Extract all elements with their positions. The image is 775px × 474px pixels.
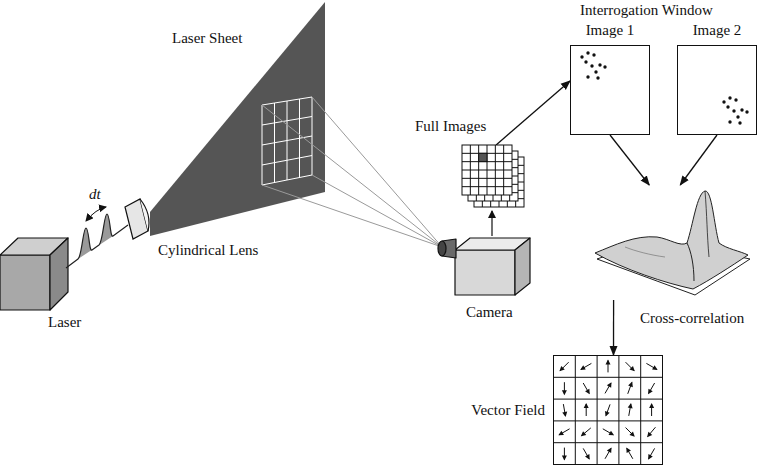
flow-arrow: [680, 135, 717, 185]
label-text: Camera: [466, 304, 513, 321]
flow-arrow: [610, 135, 649, 185]
label-text: Laser Sheet: [172, 30, 242, 47]
camera-output-arrow: [491, 211, 492, 236]
camera: [438, 238, 530, 295]
node-label: Image 2: [693, 22, 742, 39]
node-label: Image 1: [586, 22, 635, 39]
label-text: Interrogation Window: [580, 2, 713, 19]
interrogation-window: Image 2: [677, 45, 757, 135]
label-text: Cylindrical Lens: [158, 242, 258, 259]
dt-arrow: [86, 207, 106, 221]
vector-field-grid: Vector Field: [553, 355, 663, 465]
node-label: Vector Field: [471, 402, 545, 419]
interrogation-window-drawing: [570, 45, 650, 135]
flow-arrow: [613, 300, 614, 355]
node-label: Full Images: [415, 118, 486, 135]
laser-beam: [66, 214, 128, 268]
interrogation-window-drawing: [677, 45, 757, 135]
label-text: dt: [89, 186, 101, 203]
interrogation-window: Image 1: [570, 45, 650, 135]
image-stack-drawing: [462, 145, 524, 207]
laser-box: [0, 238, 68, 310]
correlation-surface-drawing: [595, 185, 750, 300]
node-label: Cross-correlation: [640, 310, 744, 327]
laser-sheet: [150, 2, 325, 236]
flow-arrow: [496, 81, 570, 145]
sheet-grid: [262, 97, 312, 185]
cylindrical-lens: [125, 199, 149, 239]
vector-field-grid-drawing: [553, 355, 663, 465]
image-stack: Full Images: [462, 145, 524, 207]
correlation-surface: Cross-correlation: [595, 185, 750, 300]
label-text: Laser: [48, 314, 81, 331]
